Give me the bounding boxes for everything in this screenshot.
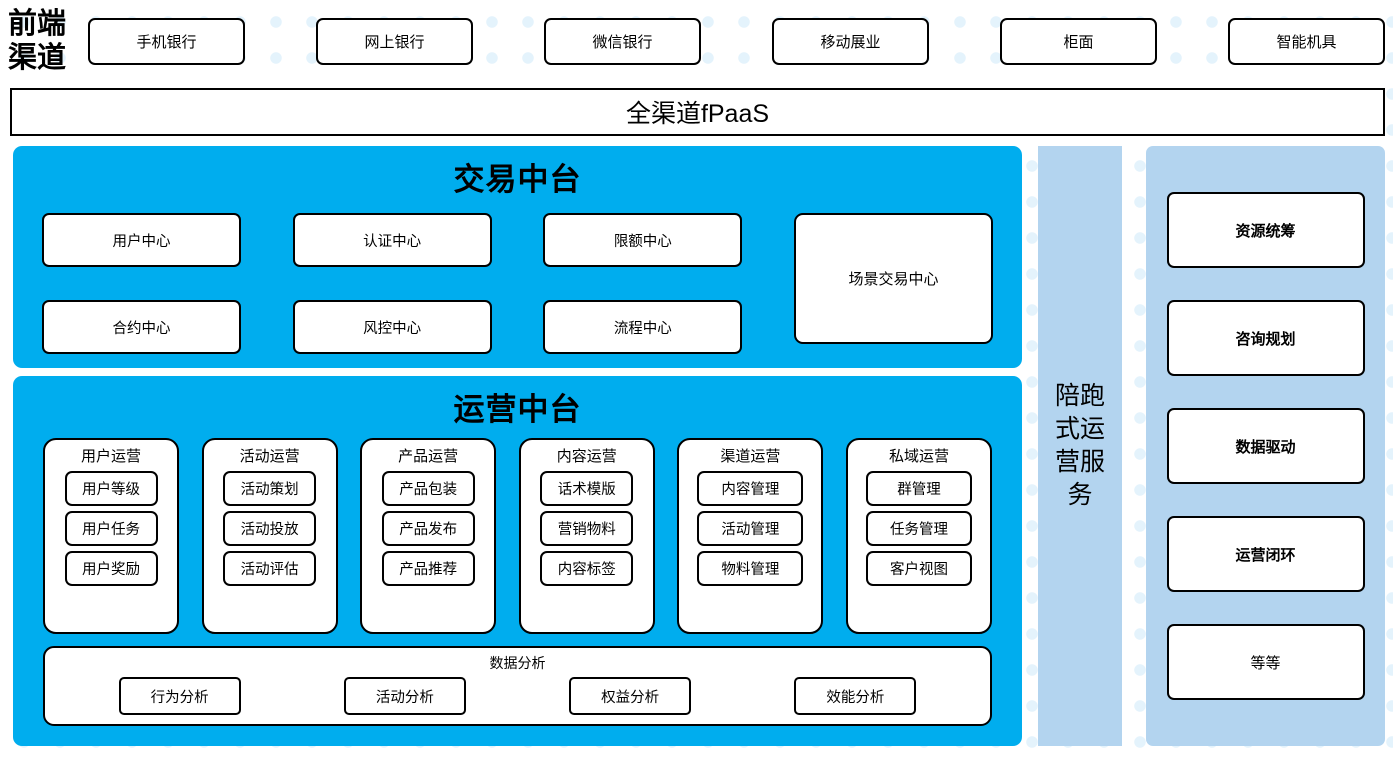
data-analysis-title: 数据分析 bbox=[489, 655, 546, 671]
ops-group-channel-items: 内容管理 活动管理 物料管理 bbox=[687, 471, 813, 586]
ops-item-user-level[interactable]: 用户等级 bbox=[64, 471, 158, 506]
channel-box-mobile-business[interactable]: 移动展业 bbox=[772, 17, 929, 65]
analysis-item-performance[interactable]: 效能分析 bbox=[794, 677, 917, 715]
ops-group-activity: 活动运营 活动策划 活动投放 活动评估 bbox=[201, 438, 338, 634]
channel-box-online-bank[interactable]: 网上银行 bbox=[316, 17, 473, 65]
trade-platform-body: 用户中心 合约中心 认证中心 风控中心 限额中心 流程中心 场景交易中心 bbox=[42, 213, 993, 354]
ops-item-user-task[interactable]: 用户任务 bbox=[64, 511, 158, 546]
channel-box-counter[interactable]: 柜面 bbox=[1000, 17, 1157, 65]
accompany-operation-service-label: 陪跑式运营服务 bbox=[1054, 382, 1105, 509]
channel-box-mobile-bank[interactable]: 手机银行 bbox=[88, 17, 245, 65]
trade-platform-title: 交易中台 bbox=[453, 162, 582, 197]
omnichannel-fpaas-bar[interactable]: 全渠道fPaaS bbox=[10, 88, 1385, 136]
data-analysis-strip: 数据分析 行为分析 活动分析 权益分析 效能分析 bbox=[43, 646, 992, 726]
frontend-channel-label: 前端渠道 bbox=[8, 8, 67, 74]
trade-box-limit-center[interactable]: 限额中心 bbox=[543, 213, 743, 267]
service-box-data-driven[interactable]: 数据驱动 bbox=[1166, 408, 1365, 484]
service-capability-panel: 资源统筹 咨询规划 数据驱动 运营闭环 等等 bbox=[1146, 146, 1385, 746]
data-analysis-item-list: 行为分析 活动分析 权益分析 效能分析 bbox=[45, 673, 990, 715]
platform-stack: 交易中台 用户中心 合约中心 认证中心 风控中心 限额中心 流程中心 场景交易中… bbox=[13, 146, 1022, 746]
ops-item-content-tag[interactable]: 内容标签 bbox=[540, 551, 634, 586]
ops-item-group-management[interactable]: 群管理 bbox=[865, 471, 972, 506]
analysis-item-benefit[interactable]: 权益分析 bbox=[569, 677, 692, 715]
ops-group-private-domain-title: 私域运营 bbox=[888, 448, 949, 465]
ops-item-material-management[interactable]: 物料管理 bbox=[697, 551, 804, 586]
service-box-resource-coordination[interactable]: 资源统筹 bbox=[1166, 192, 1365, 268]
channel-box-wechat-bank[interactable]: 微信银行 bbox=[544, 17, 701, 65]
trade-middle-platform-panel: 交易中台 用户中心 合约中心 认证中心 风控中心 限额中心 流程中心 场景交易中… bbox=[13, 146, 1022, 368]
ops-item-script-template[interactable]: 话术模版 bbox=[540, 471, 634, 506]
ops-item-customer-view[interactable]: 客户视图 bbox=[865, 551, 972, 586]
ops-group-product-title: 产品运营 bbox=[398, 448, 459, 465]
service-box-consulting-planning[interactable]: 咨询规划 bbox=[1166, 300, 1365, 376]
trade-column-2: 认证中心 风控中心 bbox=[292, 213, 492, 354]
trade-column-1: 用户中心 合约中心 bbox=[42, 213, 241, 354]
channel-box-list: 手机银行 网上银行 微信银行 移动展业 柜面 智能机具 bbox=[88, 17, 1393, 65]
ops-group-content-items: 话术模版 营销物料 内容标签 bbox=[529, 471, 645, 586]
main-platform-area: 交易中台 用户中心 合约中心 认证中心 风控中心 限额中心 流程中心 场景交易中… bbox=[0, 146, 1393, 751]
ops-group-private-domain-items: 群管理 任务管理 客户视图 bbox=[856, 471, 982, 586]
trade-box-risk-center[interactable]: 风控中心 bbox=[292, 300, 492, 354]
trade-box-auth-center[interactable]: 认证中心 bbox=[292, 213, 492, 267]
ops-item-product-recommendation[interactable]: 产品推荐 bbox=[381, 551, 475, 586]
analysis-item-activity[interactable]: 活动分析 bbox=[343, 677, 466, 715]
ops-item-task-management[interactable]: 任务管理 bbox=[865, 511, 972, 546]
ops-item-activity-planning[interactable]: 活动策划 bbox=[223, 471, 317, 506]
ops-group-content: 内容运营 话术模版 营销物料 内容标签 bbox=[518, 438, 655, 634]
trade-box-user-center[interactable]: 用户中心 bbox=[42, 213, 241, 267]
channel-box-smart-machine[interactable]: 智能机具 bbox=[1228, 17, 1385, 65]
ops-group-activity-title: 活动运营 bbox=[239, 448, 300, 465]
trade-box-process-center[interactable]: 流程中心 bbox=[543, 300, 743, 354]
service-box-operation-closed-loop[interactable]: 运营闭环 bbox=[1166, 516, 1365, 592]
ops-group-product-items: 产品包装 产品发布 产品推荐 bbox=[370, 471, 486, 586]
ops-group-private-domain: 私域运营 群管理 任务管理 客户视图 bbox=[845, 438, 992, 634]
ops-item-user-reward[interactable]: 用户奖励 bbox=[64, 551, 158, 586]
ops-item-activity-management[interactable]: 活动管理 bbox=[697, 511, 804, 546]
ops-group-list: 用户运营 用户等级 用户任务 用户奖励 活动运营 活动策划 活动投放 活动评估 bbox=[43, 438, 992, 634]
trade-box-contract-center[interactable]: 合约中心 bbox=[42, 300, 241, 354]
ops-item-content-management[interactable]: 内容管理 bbox=[697, 471, 804, 506]
ops-group-content-title: 内容运营 bbox=[556, 448, 617, 465]
accompany-operation-service-column: 陪跑式运营服务 bbox=[1038, 146, 1122, 746]
ops-platform-title: 运营中台 bbox=[453, 392, 582, 427]
analysis-item-behavior[interactable]: 行为分析 bbox=[118, 677, 241, 715]
ops-item-activity-evaluation[interactable]: 活动评估 bbox=[223, 551, 317, 586]
ops-group-activity-items: 活动策划 活动投放 活动评估 bbox=[212, 471, 328, 586]
ops-group-user: 用户运营 用户等级 用户任务 用户奖励 bbox=[43, 438, 179, 634]
ops-group-user-title: 用户运营 bbox=[80, 448, 141, 465]
ops-item-product-packaging[interactable]: 产品包装 bbox=[381, 471, 475, 506]
ops-item-product-release[interactable]: 产品发布 bbox=[381, 511, 475, 546]
ops-middle-platform-panel: 运营中台 用户运营 用户等级 用户任务 用户奖励 活动运营 活动策划 bbox=[13, 376, 1022, 746]
ops-group-user-items: 用户等级 用户任务 用户奖励 bbox=[53, 471, 169, 586]
service-box-etc[interactable]: 等等 bbox=[1166, 624, 1365, 700]
frontend-channel-row: 前端渠道 手机银行 网上银行 微信银行 移动展业 柜面 智能机具 bbox=[0, 0, 1393, 82]
ops-group-product: 产品运营 产品包装 产品发布 产品推荐 bbox=[360, 438, 497, 634]
trade-box-scene-transaction-center[interactable]: 场景交易中心 bbox=[793, 213, 993, 344]
trade-column-3: 限额中心 流程中心 bbox=[543, 213, 743, 354]
ops-item-activity-delivery[interactable]: 活动投放 bbox=[223, 511, 317, 546]
ops-group-channel: 渠道运营 内容管理 活动管理 物料管理 bbox=[677, 438, 824, 634]
ops-group-channel-title: 渠道运营 bbox=[720, 448, 781, 465]
ops-item-marketing-material[interactable]: 营销物料 bbox=[540, 511, 634, 546]
